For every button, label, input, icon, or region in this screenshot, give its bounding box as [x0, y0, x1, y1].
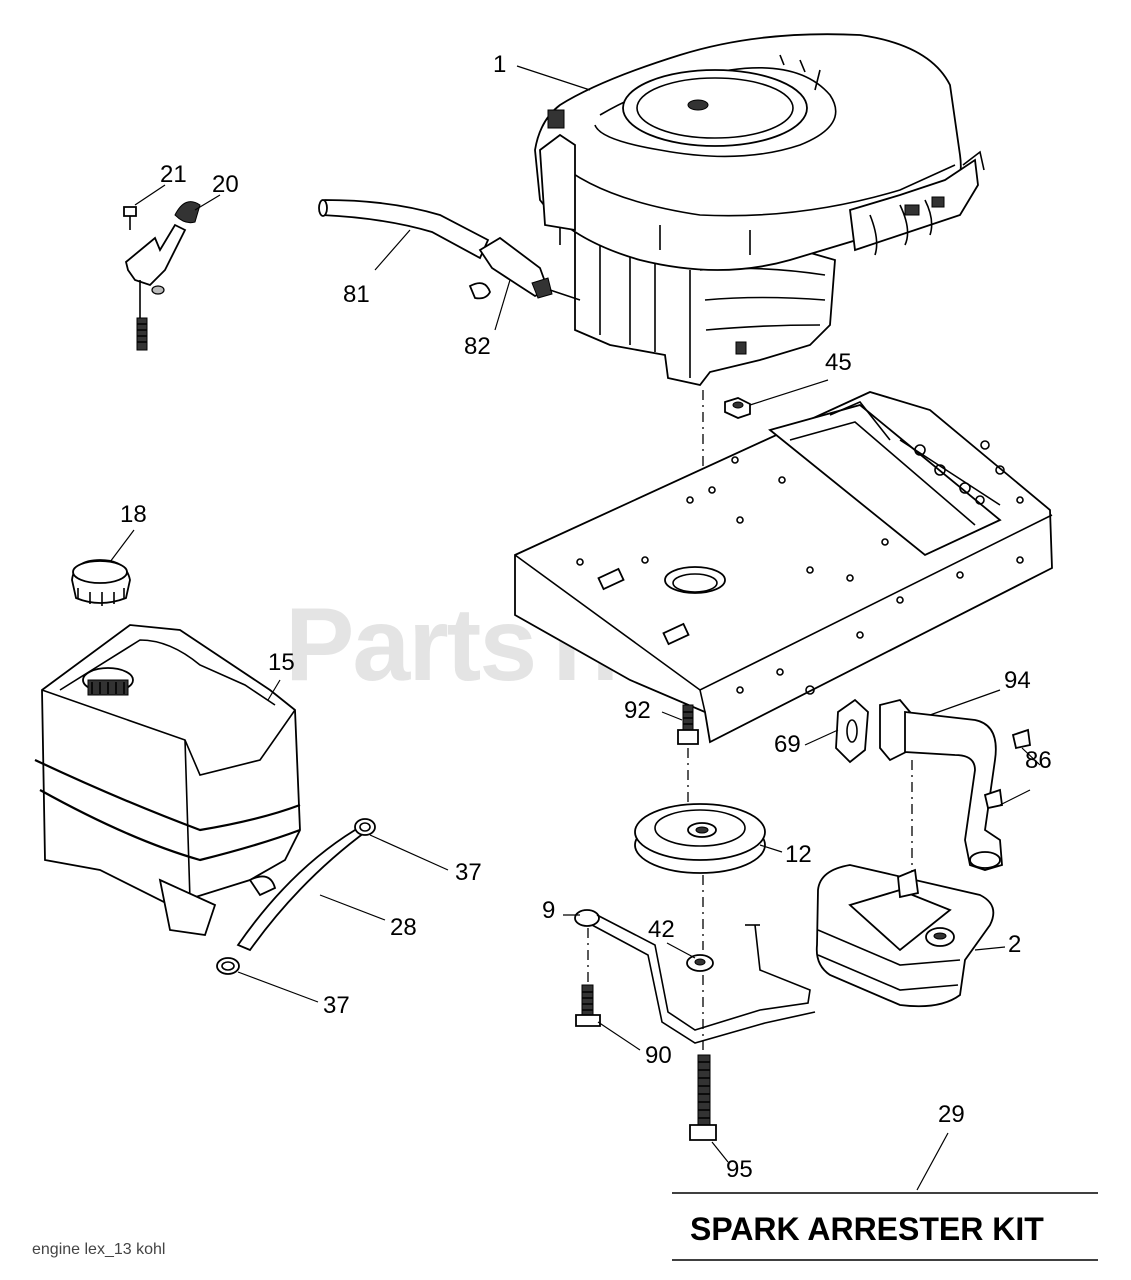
nuts-part-86[interactable] — [983, 728, 1032, 810]
callout-1: 1 — [493, 51, 506, 78]
bolt-part-95[interactable] — [689, 975, 717, 1141]
bolt-part-90[interactable] — [575, 928, 601, 1027]
callout-29: 29 — [938, 1101, 965, 1128]
hose-clamp-part-37-lower[interactable] — [216, 957, 240, 975]
leader-lines — [109, 65, 1041, 1191]
spacer-part-42[interactable] — [686, 954, 714, 972]
exhaust-pipe-part-94[interactable] — [879, 698, 1003, 871]
callout-90: 90 — [645, 1042, 672, 1069]
callout-18: 18 — [120, 501, 147, 528]
callout-9: 9 — [542, 897, 555, 924]
diagram-file-name: engine lex_13 kohl — [32, 1241, 165, 1258]
callout-2: 2 — [1008, 931, 1021, 958]
callout-20: 20 — [212, 171, 239, 198]
callout-45: 45 — [825, 349, 852, 376]
callout-92: 92 — [624, 697, 651, 724]
callout-21: 21 — [160, 161, 187, 188]
callout-12: 12 — [785, 841, 812, 868]
muffler-part-2[interactable] — [815, 864, 995, 1008]
fuel-fitting-part-82[interactable] — [468, 236, 581, 301]
chassis-plate — [514, 391, 1053, 744]
hose-clamp-part-37-upper[interactable] — [354, 818, 376, 836]
fuel-hose-part-28[interactable] — [236, 829, 371, 952]
spark-arrester-kit-box: SPARK ARRESTER KIT — [672, 1192, 1098, 1261]
muffler-bracket-part-9[interactable] — [574, 909, 816, 1044]
spark-arrester-kit-label: SPARK ARRESTER KIT — [690, 1211, 1044, 1247]
callout-94: 94 — [1004, 667, 1031, 694]
pulley-part-12[interactable] — [634, 803, 766, 874]
callout-82: 82 — [464, 333, 491, 360]
callout-95: 95 — [726, 1156, 753, 1183]
gasket-part-69[interactable] — [835, 698, 869, 764]
nut-part-45[interactable] — [724, 397, 751, 419]
fuel-hose-part-81[interactable] — [318, 199, 490, 260]
fuel-cap-part-18[interactable] — [71, 559, 131, 606]
callout-15: 15 — [268, 649, 295, 676]
callout-86: 86 — [1025, 747, 1052, 774]
callout-81: 81 — [343, 281, 370, 308]
fuel-tank-part-15[interactable] — [34, 624, 301, 936]
callout-28: 28 — [390, 914, 417, 941]
bracket-part-20-21[interactable] — [123, 201, 201, 351]
callout-42: 42 — [648, 916, 675, 943]
callout-37-lower: 37 — [323, 992, 350, 1019]
bolt-part-92[interactable] — [677, 704, 699, 745]
callout-69: 69 — [774, 731, 801, 758]
engine-part[interactable] — [534, 33, 985, 387]
callout-37-upper: 37 — [455, 859, 482, 886]
